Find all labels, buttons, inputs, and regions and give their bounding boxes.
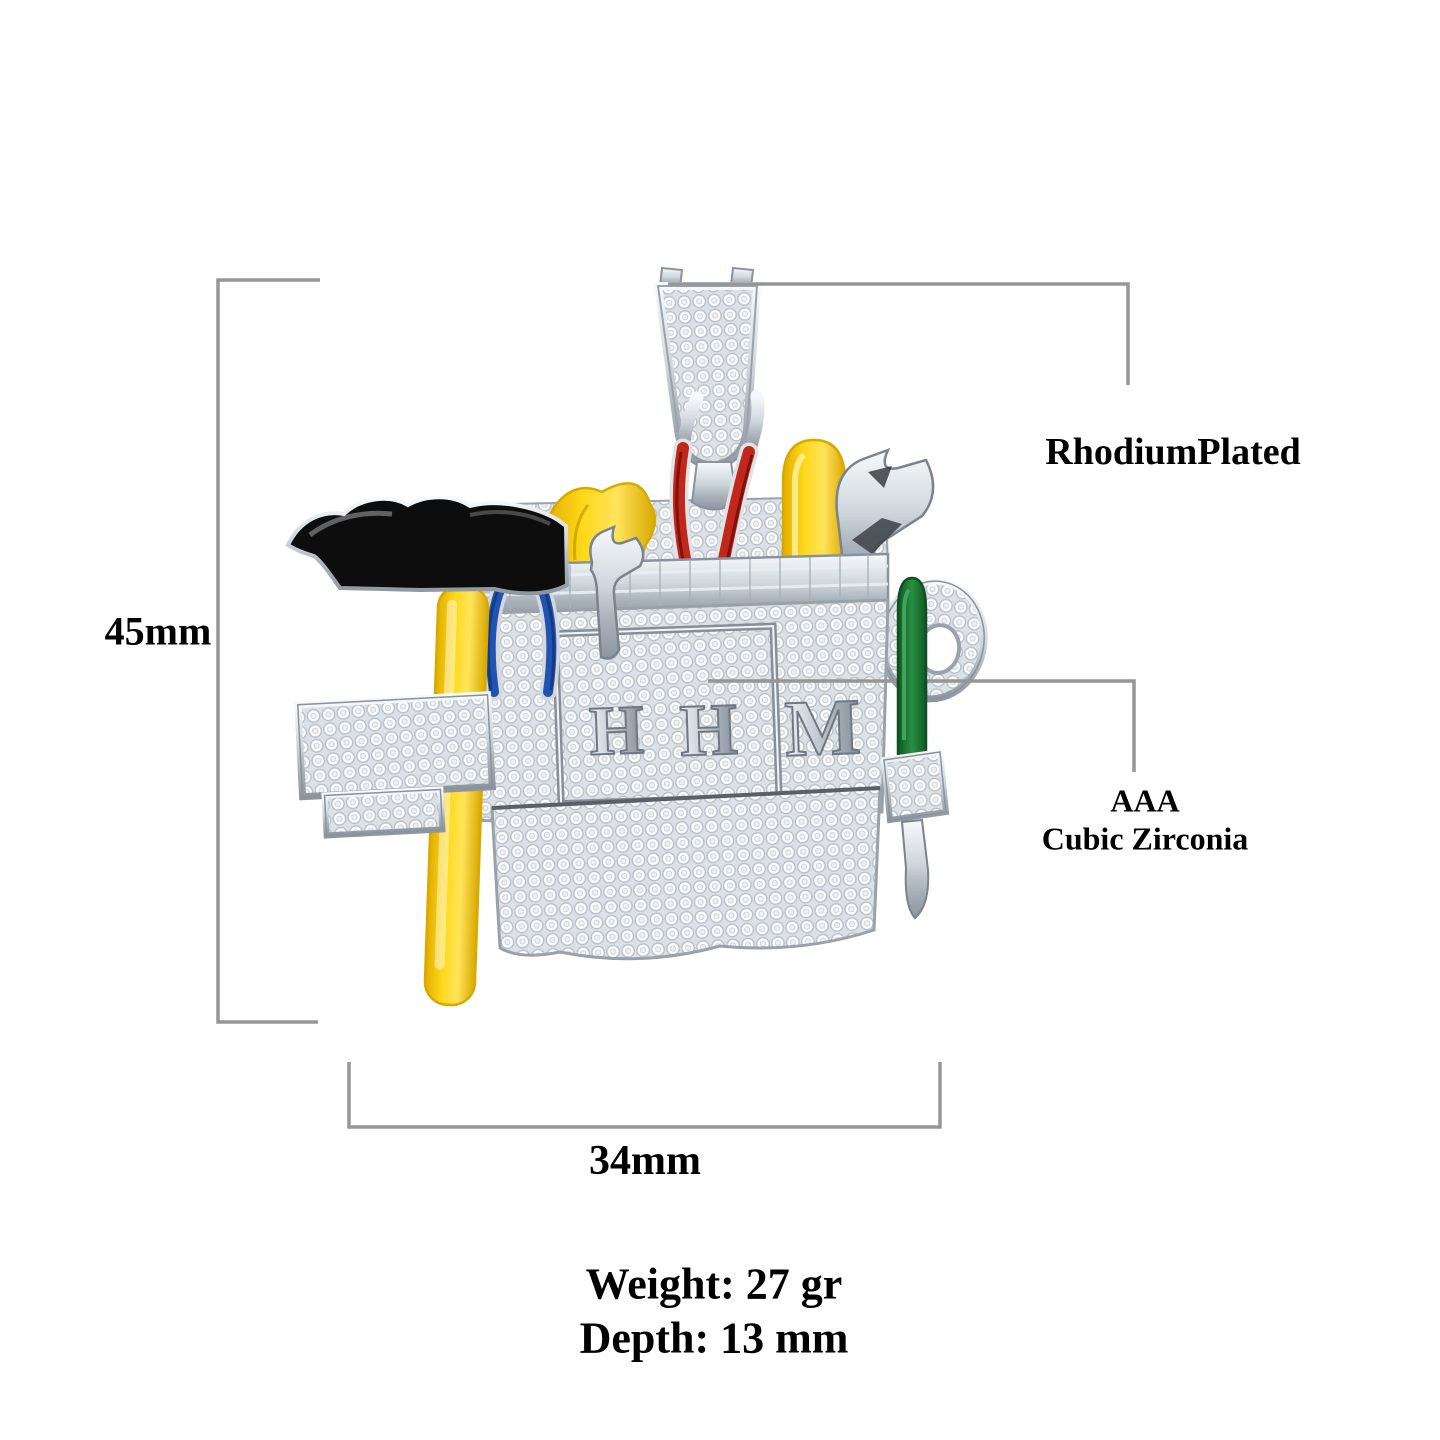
small-wrench (589, 524, 645, 660)
stone-loop (878, 577, 988, 703)
height-dimension-line (216, 278, 320, 1024)
pendant-letter-h1: H (588, 692, 645, 771)
width-label: 34mm (589, 1138, 701, 1184)
plating-label: RhodiumPlated (1045, 431, 1301, 473)
width-dimension-line (347, 1062, 942, 1129)
stone-type: Cubic Zirconia (1041, 820, 1249, 856)
stone-grade-label: AAA Cubic Zirconia (1042, 782, 1249, 858)
depth-spec: Depth: 13 mm (579, 1313, 849, 1362)
height-label: 45mm (104, 608, 212, 654)
weight-spec: Weight: 27 gr (585, 1259, 843, 1309)
lower-flap (490, 786, 882, 961)
belt-strap (294, 691, 497, 839)
hammer-head (285, 495, 570, 596)
dimension-brackets (216, 278, 942, 1129)
pendant-letter-m: M (783, 683, 862, 774)
adjustable-wrench (835, 447, 935, 590)
pendant-letter-h2: H (678, 689, 738, 773)
specs-label: Weight: 27 gr Depth: 13 mm (580, 1257, 849, 1364)
hammer (285, 495, 570, 1007)
green-screwdriver (880, 576, 950, 920)
plating-callout-line (668, 282, 1130, 385)
name-panel: H H M (551, 622, 863, 808)
stone-callout-line (708, 679, 1136, 772)
pendant: H H M (285, 266, 1136, 1007)
stone-grade: AAA (1110, 782, 1180, 819)
